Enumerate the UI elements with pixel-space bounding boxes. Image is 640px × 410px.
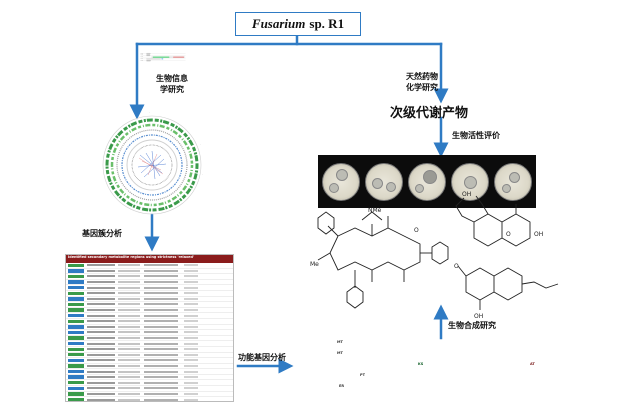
table-row xyxy=(66,297,233,303)
table-row xyxy=(66,263,233,269)
table-row xyxy=(66,358,233,364)
petri-dish xyxy=(408,163,446,201)
svg-text:O: O xyxy=(454,263,459,270)
petri-dish xyxy=(451,163,489,201)
title-box: Fusarium sp. R1 xyxy=(235,12,361,36)
table-row xyxy=(66,392,233,398)
table-row xyxy=(66,280,233,286)
svg-text:Me: Me xyxy=(310,261,319,268)
label-functional-gene: 功能基因分析 xyxy=(238,353,286,362)
table-row xyxy=(66,269,233,275)
domain-label-mt-2: MT xyxy=(337,351,343,355)
table-row xyxy=(66,308,233,314)
svg-text:NMe: NMe xyxy=(368,207,382,214)
svg-text:mpl_O05: mpl_O05 xyxy=(141,59,144,61)
title-strain: sp. R1 xyxy=(309,16,345,31)
bioassay-plates xyxy=(318,155,536,208)
petri-dish xyxy=(494,163,532,201)
petri-dish xyxy=(365,163,403,201)
table-row xyxy=(66,319,233,325)
table-row xyxy=(66,325,233,331)
svg-text:OH: OH xyxy=(534,231,543,238)
domain-label-at: AT xyxy=(530,362,535,366)
svg-text:·: · xyxy=(149,111,150,114)
table-row xyxy=(66,353,233,359)
svg-text:·: · xyxy=(202,173,203,176)
table-row xyxy=(66,397,233,401)
table-row xyxy=(66,336,233,342)
table-row xyxy=(66,341,233,347)
table-row xyxy=(66,347,233,353)
domain-label-ks: KS xyxy=(418,362,424,366)
svg-text:·: · xyxy=(200,143,201,146)
label-bioinformatics: 生物信息 学研究 xyxy=(156,74,188,94)
svg-text:O: O xyxy=(414,227,419,234)
table-row xyxy=(66,364,233,370)
label-gene-cluster-analysis: 基因簇分析 xyxy=(82,229,122,238)
label-biosynthesis: 生物合成研究 xyxy=(448,321,496,330)
domain-label-er: ER xyxy=(339,384,345,388)
table-row xyxy=(66,369,233,375)
table-header: Identified secondary metabolite regions … xyxy=(66,255,233,263)
petri-dish xyxy=(322,163,360,201)
svg-text:mpl_O03: mpl_O03 xyxy=(141,56,144,58)
label-bioactivity: 生物活性评价 xyxy=(452,131,500,140)
svg-text:mpl_O04: mpl_O04 xyxy=(141,58,144,60)
label-natural-products: 天然药物 化学研究 xyxy=(406,72,438,92)
svg-text:O: O xyxy=(506,231,511,238)
table-row xyxy=(66,330,233,336)
table-row xyxy=(66,291,233,297)
table-row xyxy=(66,386,233,392)
table-row xyxy=(66,274,233,280)
table-row xyxy=(66,313,233,319)
domain-label-pt: PT xyxy=(360,373,365,377)
svg-text:OH: OH xyxy=(462,191,471,198)
table-row xyxy=(66,380,233,387)
gene-cluster-table: Identified secondary metabolite regions … xyxy=(65,254,234,402)
svg-text:mpl_O01: mpl_O01 xyxy=(141,52,144,54)
label-secondary-metabolites: 次级代谢产物 xyxy=(390,106,469,121)
svg-text:mpl_O02: mpl_O02 xyxy=(141,54,144,56)
table-row xyxy=(66,302,233,308)
domain-label-mt-1: MT xyxy=(337,340,343,344)
table-row xyxy=(66,285,233,291)
svg-text:OH: OH xyxy=(474,313,483,320)
title-genus: Fusarium xyxy=(251,16,306,31)
table-row xyxy=(66,375,233,381)
